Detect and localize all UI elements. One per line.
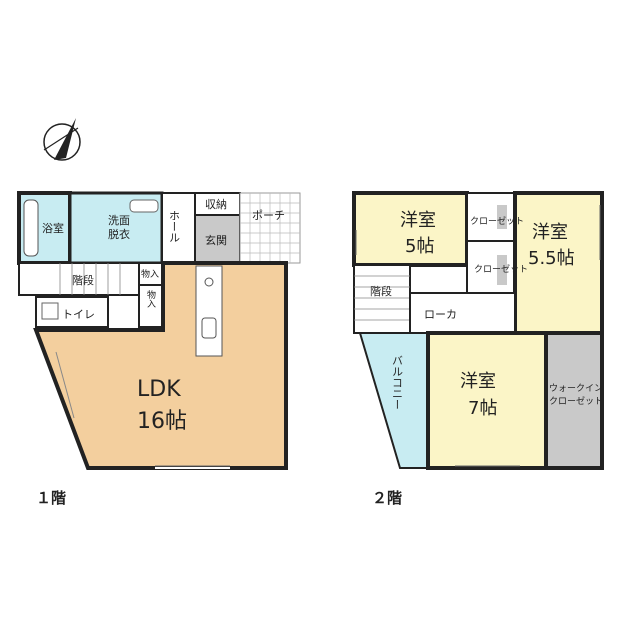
washroom-label-2: 脱衣 <box>108 227 130 241</box>
stairs <box>18 262 140 296</box>
room3-label-2: 7帖 <box>468 398 497 419</box>
entrance-label: 玄関 <box>205 233 227 247</box>
stairs-2f-label: 階段 <box>370 284 392 298</box>
storage-small-label-1: 物入 <box>141 268 159 280</box>
stairs-2f <box>353 264 411 334</box>
closet-1-label: クローゼット <box>470 215 524 227</box>
western-room-5-5 <box>513 191 604 335</box>
hall-label: ホール <box>168 210 181 243</box>
storage-small-label-2: 物入 <box>145 289 156 308</box>
bath-label: 浴室 <box>42 221 64 235</box>
ldk-label-1: LDK <box>137 377 181 402</box>
room1-label-2: 5帖 <box>405 236 434 257</box>
ldk-label-2: 16帖 <box>137 409 187 434</box>
floor-2-label: ２階 <box>372 489 402 507</box>
north-arrow-icon <box>43 118 81 161</box>
walkin-label-1: ウォークイン <box>549 383 603 394</box>
hallway <box>409 292 516 334</box>
hallway-label: ローカ <box>424 308 457 321</box>
room2-label-1: 洋室 <box>532 222 568 243</box>
storage-label: 収納 <box>205 198 227 211</box>
storage-small-2 <box>138 284 164 328</box>
closet-2-label: クローゼット <box>474 263 528 275</box>
porch-label: ポーチ <box>252 209 285 222</box>
room1-label-1: 洋室 <box>400 210 436 231</box>
room2-label-2: 5.5帖 <box>528 248 575 269</box>
ldk-room <box>33 261 288 470</box>
washroom-label-1: 洗面 <box>108 214 130 227</box>
balcony-label: バルコニー <box>391 355 404 410</box>
room3-label-1: 洋室 <box>460 371 496 392</box>
kitchen-counter <box>195 265 223 357</box>
floor-2: 洋室 5帖 クローゼット クローゼット 洋室 5.5帖 階段 ローカ バルコニー… <box>352 191 604 507</box>
stairs-label: 階段 <box>72 273 94 287</box>
floor-1: 浴室 洗面 脱衣 ホール 収納 玄関 ポーチ 階段 物入 物入 トイレ LDK … <box>17 191 301 507</box>
porch <box>239 192 301 264</box>
western-room-7 <box>426 331 548 470</box>
floor-1-label: １階 <box>36 489 66 507</box>
walkin-label-2: クローゼット <box>549 395 603 407</box>
hall <box>161 192 196 264</box>
toilet-label: トイレ <box>62 308 95 321</box>
walkin-closet <box>544 331 604 470</box>
